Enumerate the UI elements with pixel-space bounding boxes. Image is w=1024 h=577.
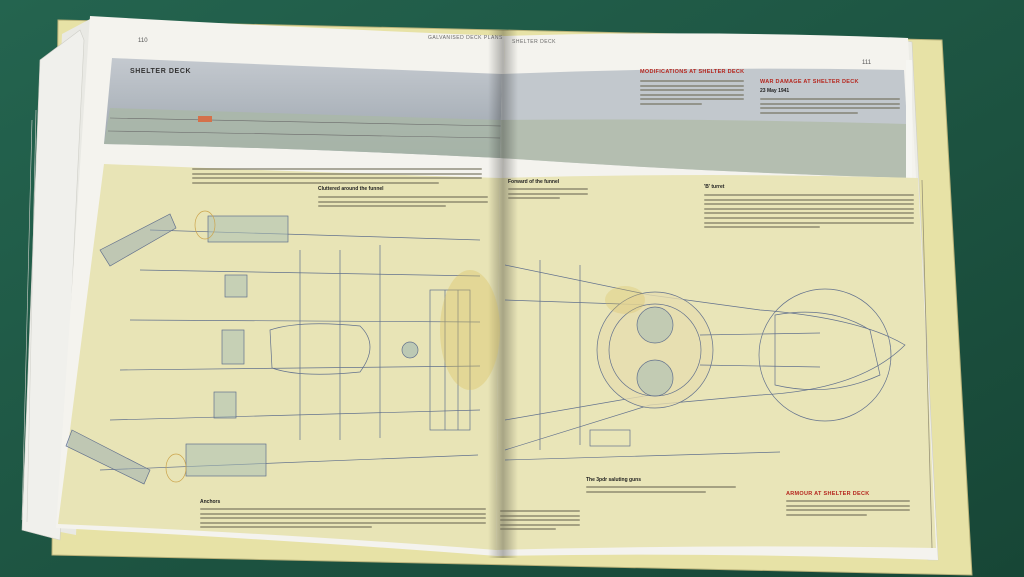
stain-mark xyxy=(605,286,645,314)
funnel-left-text-block xyxy=(318,196,488,210)
saluting-guns-text-block xyxy=(586,486,736,495)
cluttered-caption: Cluttered around the funnel xyxy=(318,186,384,192)
funnel-text-block xyxy=(508,188,588,202)
left-section-title: SHELTER DECK xyxy=(130,68,192,75)
modifications-heading: MODIFICATIONS AT SHELTER DECK xyxy=(640,69,745,75)
left-page-number: 110 xyxy=(138,38,148,44)
b-turret-caption: 'B' turret xyxy=(704,184,725,190)
stream-anchor-text-block xyxy=(500,510,580,533)
armour-text-block xyxy=(786,500,910,518)
anchors-caption: Anchors xyxy=(200,499,221,505)
modifications-text-block xyxy=(640,80,744,108)
right-running-head: SHELTER DECK xyxy=(512,39,556,45)
page-margin-line xyxy=(921,179,933,549)
war-damage-date: 23 May 1941 xyxy=(760,88,790,94)
crane-text-block xyxy=(192,168,482,186)
ship-deck-plan-right xyxy=(504,260,906,461)
stain-mark xyxy=(440,270,500,390)
armour-heading: ARMOUR AT SHELTER DECK xyxy=(786,491,870,497)
left-page xyxy=(56,16,505,556)
saluting-guns-caption: The 3pdr saluting guns xyxy=(586,477,642,483)
left-running-head: GALVANISED DECK PLANS xyxy=(428,35,503,41)
war-damage-heading: WAR DAMAGE AT SHELTER DECK xyxy=(760,79,859,85)
war-damage-text-block xyxy=(760,98,900,116)
anchors-text-block xyxy=(200,508,486,531)
right-page xyxy=(496,33,938,560)
b-turret-text-block xyxy=(704,194,914,231)
right-page-number: 111 xyxy=(862,60,872,66)
ship-deck-plan-left xyxy=(65,210,481,485)
funnel-caption: Forward of the funnel xyxy=(508,179,560,185)
